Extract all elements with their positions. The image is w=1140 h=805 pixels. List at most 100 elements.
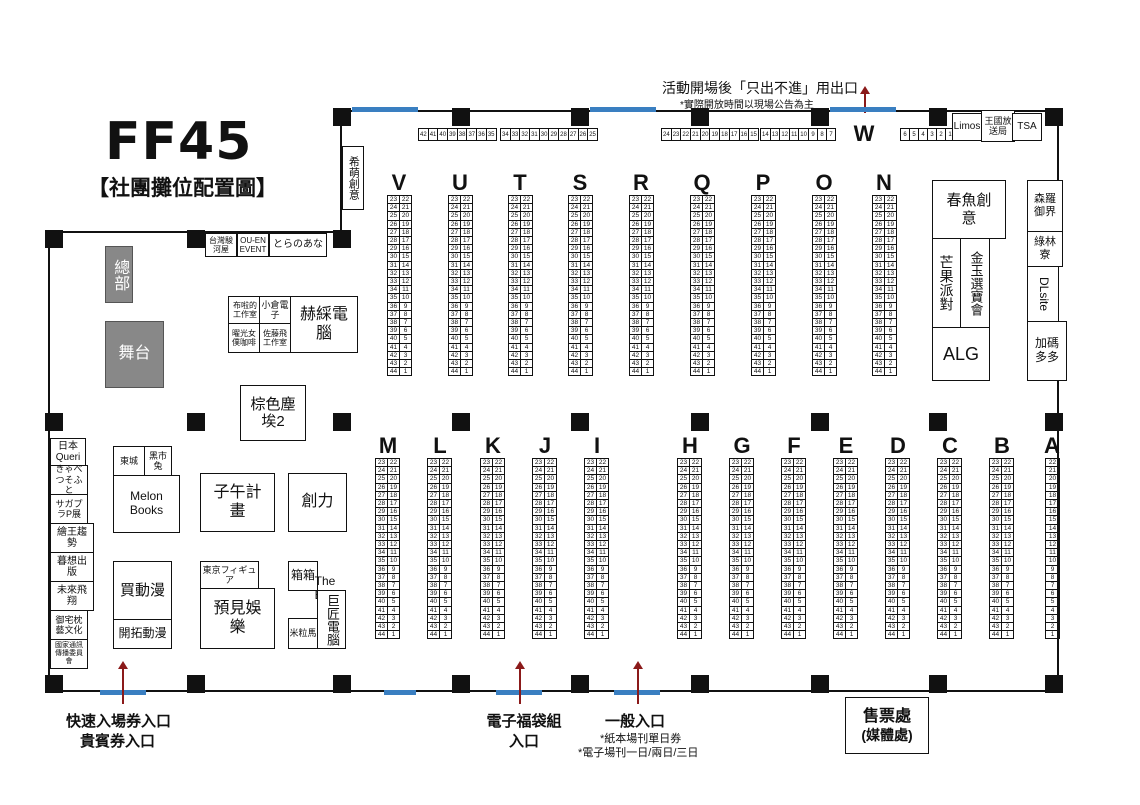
- booth-cell: 23: [427, 457, 440, 468]
- booth-cell: 41: [375, 605, 388, 615]
- booth-cell: 38: [568, 318, 581, 328]
- booth-cell: 6: [399, 326, 412, 336]
- booth-cell: 9: [387, 564, 400, 574]
- general-entrance-arrow: [633, 661, 643, 704]
- row-label-j: J: [538, 433, 552, 458]
- booth-cell: 30: [532, 515, 545, 525]
- booth-cell: 8: [824, 309, 837, 320]
- booth-cell: 38: [532, 581, 545, 591]
- booth-cell: 38: [448, 318, 461, 328]
- booth-cell: 11: [520, 285, 533, 295]
- page-subtitle: 【社團攤位配置圖】: [88, 177, 277, 200]
- fukubukuro-entrance-label: 電子福袋組入口: [486, 713, 562, 750]
- booth-hq-label: 總部: [111, 258, 129, 291]
- booth-yaoguang: 曜光女僕咖啡: [228, 323, 260, 353]
- booth-cell: 29: [568, 244, 581, 254]
- booth-cell: 34: [812, 285, 825, 295]
- booth-cell: 16: [763, 244, 776, 254]
- booth-cell: 13: [702, 268, 715, 279]
- booth-cell: 5: [741, 597, 754, 607]
- booth-cell: 32: [781, 531, 794, 542]
- booth-cell: 28: [751, 236, 764, 246]
- booth-cell: 3: [1045, 613, 1060, 624]
- booth-cell: 7: [702, 318, 715, 328]
- booth-cell: 30: [751, 252, 764, 262]
- booth-mangguo-label: 芒果派對: [938, 255, 955, 311]
- booth-cell: 9: [689, 564, 702, 574]
- booth-cell: 13: [1001, 531, 1014, 542]
- pillar: [929, 108, 947, 126]
- booth-cell: 27: [508, 227, 521, 238]
- booth-cell: 28: [532, 499, 545, 509]
- booth-cell: 42: [812, 350, 825, 361]
- booth-chunyu: 春魚創意: [932, 180, 1006, 239]
- booth-cell: 18: [897, 490, 910, 501]
- booth-muxiang: 暮想出版: [50, 552, 94, 582]
- booth-cell: 1: [460, 367, 473, 377]
- booth-cell: 8: [884, 309, 897, 320]
- booth-cell: 20: [689, 474, 702, 484]
- booth-cell: 4: [918, 128, 928, 141]
- booth-cell: 21: [690, 128, 701, 141]
- booth-cell: 13: [884, 268, 897, 279]
- booth-cell: 3: [927, 128, 937, 141]
- booth-cell: 23: [387, 194, 400, 205]
- row-label-f: F: [787, 433, 801, 458]
- booth-cell: 29: [427, 507, 440, 517]
- booth-cell: 5: [460, 334, 473, 344]
- booth-cell: 3: [689, 613, 702, 624]
- booth-cell: 6: [793, 589, 806, 599]
- booth-ximeng: 希萌創意: [342, 146, 364, 210]
- booth-cell: 8: [1001, 572, 1014, 583]
- booth-cell: 36: [629, 301, 642, 311]
- booth-ouen: OU-EN EVENT: [237, 233, 269, 257]
- booth-cell: 23: [629, 194, 642, 205]
- booth-cell: 32: [519, 128, 531, 141]
- booth-cell: 9: [439, 564, 452, 574]
- booth-cell: 13: [439, 531, 452, 542]
- booth-cell: 24: [375, 466, 388, 476]
- booth-cell: 31: [989, 523, 1002, 533]
- booth-cell: 14: [702, 260, 715, 270]
- booth-cell: 31: [781, 523, 794, 533]
- pillar: [1045, 108, 1063, 126]
- booth-cell: 42: [729, 613, 742, 624]
- booth-cell: 28: [833, 499, 846, 509]
- booth-cell: 15: [492, 515, 505, 525]
- stage: 舞台: [105, 321, 164, 388]
- booth-cell: 43: [532, 622, 545, 632]
- booth-cell: 34: [427, 548, 440, 558]
- booth-cell: 35: [480, 556, 493, 566]
- booth-cell: 25: [448, 211, 461, 221]
- booth-cell: 42: [989, 613, 1002, 624]
- booth-cell: 28: [448, 236, 461, 246]
- booth-cell: 22: [520, 194, 533, 205]
- booth-cell: 2: [949, 622, 962, 632]
- booth-chuangli: 創力: [288, 473, 347, 532]
- booth-cell: 13: [460, 268, 473, 279]
- booth-cell: 29: [885, 507, 898, 517]
- booth-cell: 18: [793, 490, 806, 501]
- booth-cell: 42: [885, 613, 898, 624]
- booth-cell: 11: [884, 285, 897, 295]
- booth-cell: 42: [480, 613, 493, 624]
- booth-cell: 20: [699, 128, 711, 141]
- booth-cell: 25: [690, 211, 703, 221]
- booth-cell: 7: [949, 581, 962, 591]
- booth-cell: 8: [580, 309, 593, 320]
- booth-cell: 35: [833, 556, 846, 566]
- booth-cell: 14: [544, 523, 557, 533]
- pillar: [333, 230, 351, 248]
- booth-cell: 37: [480, 572, 493, 583]
- booth-cell: 21: [520, 203, 533, 213]
- booth-cell: 9: [596, 564, 609, 574]
- pillar: [333, 675, 351, 693]
- booth-cell: 11: [845, 548, 858, 558]
- booth-cell: 31: [751, 260, 764, 270]
- booth-cell: 4: [460, 342, 473, 352]
- booth-cell: 35: [629, 293, 642, 303]
- booth-cell: 43: [690, 359, 703, 369]
